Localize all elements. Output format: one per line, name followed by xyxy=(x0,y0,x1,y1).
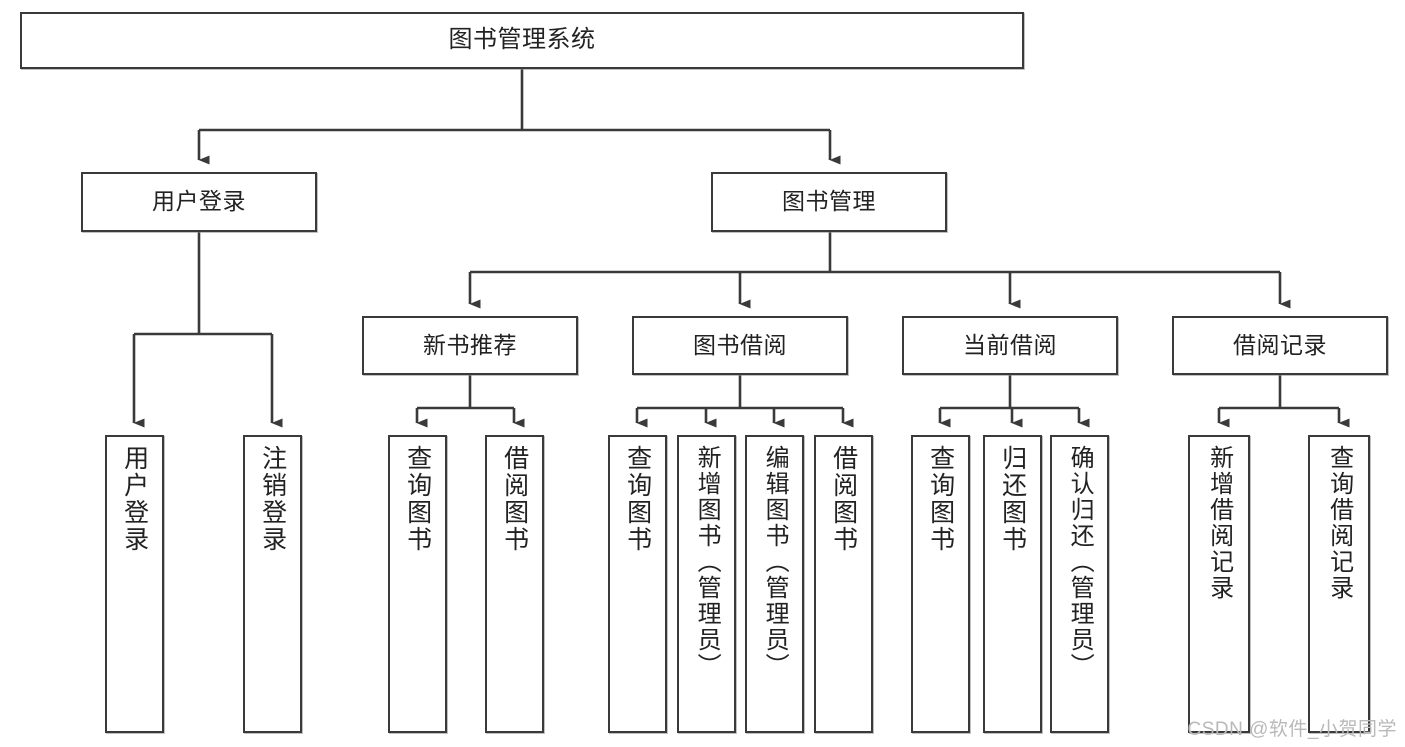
leaf-query-books-current[interactable]: 查询图书 xyxy=(911,435,970,733)
node-label: 查询借阅记录 xyxy=(1325,445,1353,601)
node-borrow-record[interactable]: 借阅记录 xyxy=(1172,316,1388,375)
node-label: 注销登录 xyxy=(258,445,287,553)
node-label: 确认归还（管理员） xyxy=(1066,445,1094,679)
leaf-logout[interactable]: 注销登录 xyxy=(243,435,302,733)
node-new-book-recommend[interactable]: 新书推荐 xyxy=(362,316,578,375)
node-label: 借阅图书 xyxy=(829,445,858,553)
node-label: 查询图书 xyxy=(623,445,652,553)
node-label: 用户登录 xyxy=(120,445,149,553)
node-label: 新书推荐 xyxy=(423,331,517,358)
leaf-add-borrow-record[interactable]: 新增借阅记录 xyxy=(1188,435,1250,733)
node-label: 图书借阅 xyxy=(693,331,787,358)
leaf-query-books-borrow[interactable]: 查询图书 xyxy=(608,435,667,733)
leaf-borrow-books-recommend[interactable]: 借阅图书 xyxy=(485,435,544,733)
node-label: 用户登录 xyxy=(152,188,246,215)
node-label: 图书管理 xyxy=(782,188,876,215)
node-label: 借阅图书 xyxy=(500,445,529,553)
node-current-borrow[interactable]: 当前借阅 xyxy=(902,316,1118,375)
leaf-borrow-book[interactable]: 借阅图书 xyxy=(814,435,873,733)
watermark-text: CSDN @软件_小贺同学 xyxy=(1187,719,1397,740)
leaf-confirm-return-admin[interactable]: 确认归还（管理员） xyxy=(1050,435,1109,733)
node-label: 查询图书 xyxy=(403,445,432,553)
node-book-management[interactable]: 图书管理 xyxy=(711,172,947,232)
node-user-login[interactable]: 用户登录 xyxy=(81,172,317,232)
node-label: 借阅记录 xyxy=(1233,331,1327,358)
node-label: 当前借阅 xyxy=(963,331,1057,358)
leaf-edit-book-admin[interactable]: 编辑图书（管理员） xyxy=(745,435,804,733)
node-label: 新增借阅记录 xyxy=(1205,445,1233,601)
leaf-query-borrow-record[interactable]: 查询借阅记录 xyxy=(1308,435,1370,733)
leaf-return-book[interactable]: 归还图书 xyxy=(983,435,1042,733)
node-label: 编辑图书（管理员） xyxy=(761,445,789,679)
node-label: 归还图书 xyxy=(998,445,1027,553)
leaf-user-login[interactable]: 用户登录 xyxy=(105,435,164,733)
leaf-add-book-admin[interactable]: 新增图书（管理员） xyxy=(677,435,736,733)
node-label: 新增图书（管理员） xyxy=(693,445,721,679)
node-label: 查询图书 xyxy=(926,445,955,553)
leaf-query-books-recommend[interactable]: 查询图书 xyxy=(388,435,447,733)
node-book-borrow[interactable]: 图书借阅 xyxy=(632,316,848,375)
node-root-system[interactable]: 图书管理系统 xyxy=(20,12,1024,69)
node-label: 图书管理系统 xyxy=(448,26,596,54)
